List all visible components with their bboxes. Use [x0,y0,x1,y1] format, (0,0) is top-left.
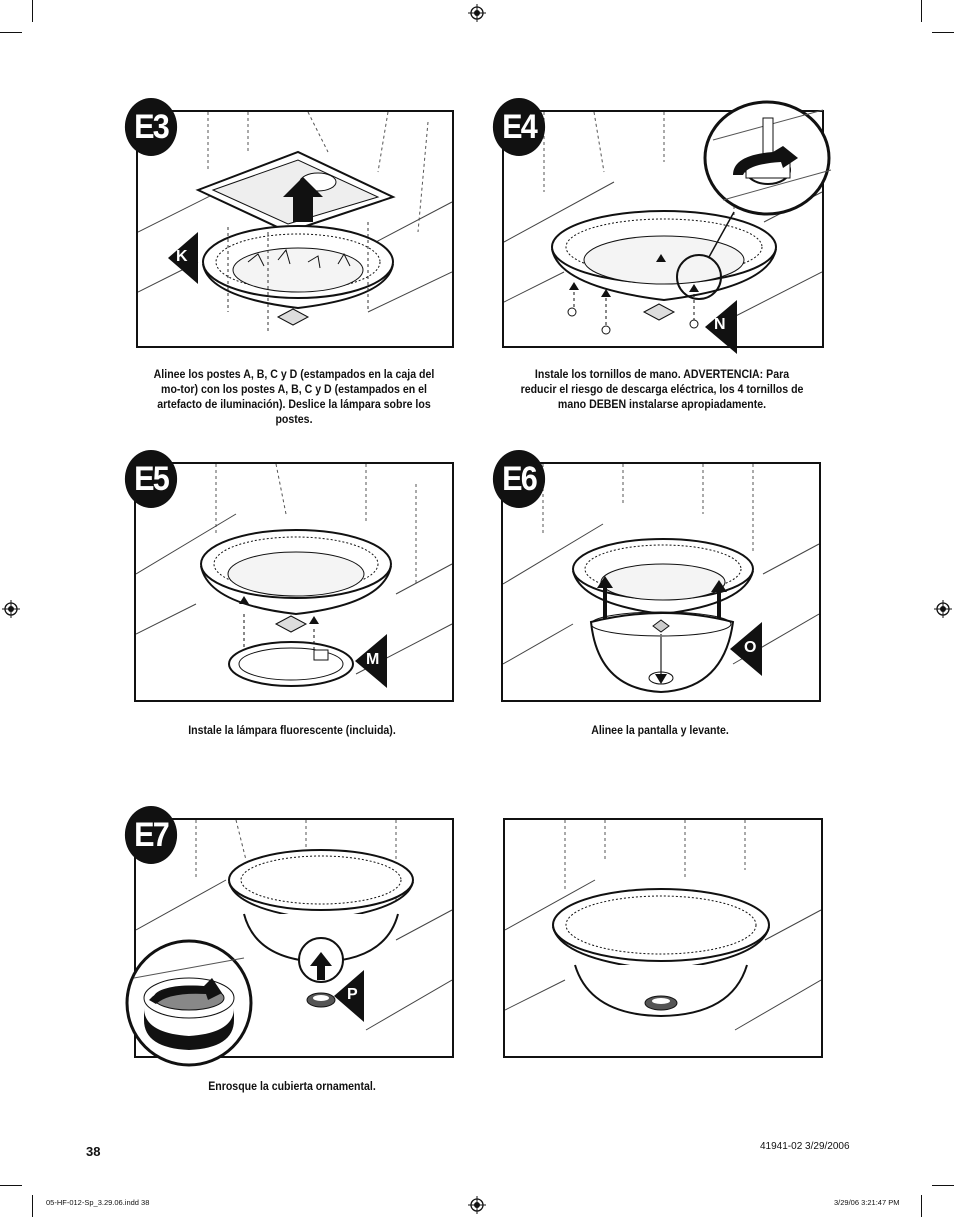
crop-mark-bottom-right [921,1195,922,1217]
callout-n-flag-icon [705,300,737,354]
registration-mark-bottom-icon [468,1196,486,1214]
caption-e3: Alinee los postes A, B, C y D (estampado… [153,369,435,426]
callout-o-label: O [744,639,757,656]
crop-mark-top-right-h [932,32,954,33]
callout-m-label: M [366,651,380,668]
caption-e7: Enrosque la cubierta ornamental. [208,1081,376,1093]
callout-p-flag-icon [334,970,364,1022]
crop-mark-bottom-left [32,1195,33,1217]
step-e3-badge: E3 [124,98,178,156]
illustration-e6 [501,462,821,702]
callout-n-label: N [714,316,726,333]
slug-file-name: 05-HF-012-Sp_3.29.06.indd 38 [46,1198,150,1207]
caption-e4: Instale los tornillos de mano. ADVERTENC… [520,369,804,411]
crop-mark-bottom-right-h [932,1185,954,1186]
crop-mark-top-left [32,0,33,22]
callout-k-flag-icon [168,232,198,284]
registration-mark-right-icon [934,600,952,618]
step-e7-badge: E7 [124,806,178,864]
cover-detail-circle [125,939,253,1067]
step-e5-badge: E5 [124,450,178,508]
crop-mark-top-right [921,0,922,22]
crop-mark-bottom-left-h [0,1185,22,1186]
document-info: 41941-02 3/29/2006 [760,1141,850,1152]
callout-p-label: P [347,986,358,1003]
slug-timestamp: 3/29/06 3:21:47 PM [834,1198,900,1207]
callout-o-flag-icon [730,622,762,676]
registration-mark-top-icon [468,4,486,22]
registration-mark-left-icon [2,600,20,618]
caption-e6: Alinee la pantalla y levante. [591,725,729,737]
illustration-e5 [134,462,454,702]
step-e6-badge: E6 [492,450,546,508]
callout-m-flag-icon [355,634,387,688]
step-e4-badge: E4 [492,98,546,156]
page-number: 38 [86,1144,101,1159]
callout-k-label: K [176,248,188,265]
illustration-final [503,818,823,1058]
crop-mark-top-left-h [0,32,22,33]
thumb-screw-detail-circle [703,100,832,216]
caption-e5: Instale la lámpara fluorescente (incluid… [188,725,396,737]
illustration-e3 [136,110,454,348]
